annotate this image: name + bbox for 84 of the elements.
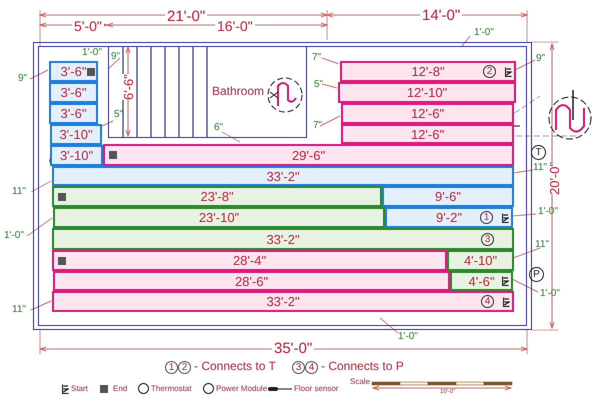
heating-mat (52, 166, 514, 186)
circled-number: 3 (481, 232, 494, 246)
dimension-label: 5" (314, 80, 324, 90)
heating-mat (341, 103, 514, 124)
heating-mat (340, 61, 516, 82)
heating-mat (52, 291, 514, 312)
mat-length: 28'-6" (234, 274, 268, 288)
heating-mat (52, 186, 382, 207)
heating-mat (338, 82, 516, 103)
dimension-label: 21'-0" (165, 9, 208, 24)
dimension-label: 1'-0" (474, 28, 494, 38)
circled-number: 4 (305, 361, 318, 374)
heating-mat (50, 124, 102, 145)
dimension-label: 1'-0" (82, 48, 102, 58)
dimension-label: 9" (18, 74, 28, 84)
heating-mat (52, 228, 514, 250)
mat-length: 33'-2" (266, 170, 300, 182)
mat-length: 33'-2" (266, 232, 300, 246)
mat-length: 3'-6" (60, 65, 86, 78)
circled-number: 3 (292, 361, 305, 374)
dimension-label: 7" (312, 53, 322, 63)
room-outline (33, 42, 532, 330)
mat-length: 3'-6" (60, 86, 86, 99)
mat-length: 4'-10" (464, 254, 498, 267)
dimension-label: 11" (533, 163, 547, 173)
heating-mat (52, 250, 447, 271)
dimension-label: 1'-0" (4, 231, 24, 241)
heating-mat (49, 103, 98, 124)
circled-number: 1 (480, 211, 493, 224)
dimension-label: 6" (214, 123, 224, 133)
legend-label: Start (71, 385, 88, 393)
mat-length: 4'-6" (468, 274, 494, 288)
mat-length: 23'-10" (198, 211, 240, 224)
circled-number: 1 (165, 361, 178, 374)
heating-mat (49, 61, 98, 82)
dimension-label: 9" (111, 52, 120, 62)
mat-length: 12'-8" (411, 65, 445, 78)
legend-label: Thermostat (151, 385, 192, 393)
room-name: Bathroom (212, 85, 264, 97)
dimension-label: 9" (536, 54, 546, 64)
dimension-label: 16'-0" (215, 19, 255, 33)
heating-mat (450, 271, 513, 291)
legend-label: End (113, 385, 128, 393)
circled-number: 4 (481, 295, 494, 308)
device-circle: T (531, 145, 546, 160)
legend-label: Power Module (216, 385, 268, 393)
dimension-label: 35'-0" (272, 341, 314, 356)
device-circle: P (529, 267, 544, 282)
mat-length: 12'-6" (410, 107, 444, 120)
dimension-label: 11" (12, 187, 26, 197)
legend-label: Floor sensor (294, 385, 338, 393)
heating-mat (447, 250, 514, 271)
mat-length: 12'-10" (406, 86, 448, 99)
dimension-label: 1'-0" (398, 332, 418, 342)
dimension-label: 14'-0" (420, 8, 462, 23)
mat-length: 23'-8" (200, 190, 234, 203)
dimension-label: 5'-0" (72, 19, 104, 33)
circled-number: 2 (178, 361, 191, 374)
heating-mat (49, 82, 98, 103)
heating-mat (103, 144, 514, 166)
dimension-label: 7" (313, 121, 322, 131)
mat-length: 9'-2" (436, 211, 462, 224)
heating-mat (382, 186, 514, 207)
dimension-label: 11" (535, 240, 549, 250)
circled-number: 2 (483, 65, 496, 78)
mat-length: 12'-6" (410, 128, 444, 140)
heating-mat (341, 124, 514, 144)
heating-mat (53, 207, 385, 228)
scale-label: Scale (350, 378, 370, 386)
heating-mat (385, 207, 513, 228)
mat-length: 29'-6" (292, 148, 326, 162)
note-text: - Connects to P (321, 360, 404, 372)
heating-mat (53, 271, 450, 291)
note-text: - Connects to T (194, 360, 276, 372)
dimension-label: 6'-6" (122, 74, 135, 100)
mat-length: 28'-4" (232, 254, 266, 267)
mat-length: 3'-10" (59, 128, 93, 141)
mat-length: 3'-6" (60, 107, 86, 120)
dimension-label: 11" (12, 305, 26, 315)
heating-mat (50, 145, 103, 166)
mat-length: 3'-10" (60, 149, 94, 162)
mat-length: 9'-6" (435, 190, 461, 203)
mat-length: 33'-2" (266, 295, 300, 308)
dimension-label: 20'-0" (548, 162, 561, 195)
